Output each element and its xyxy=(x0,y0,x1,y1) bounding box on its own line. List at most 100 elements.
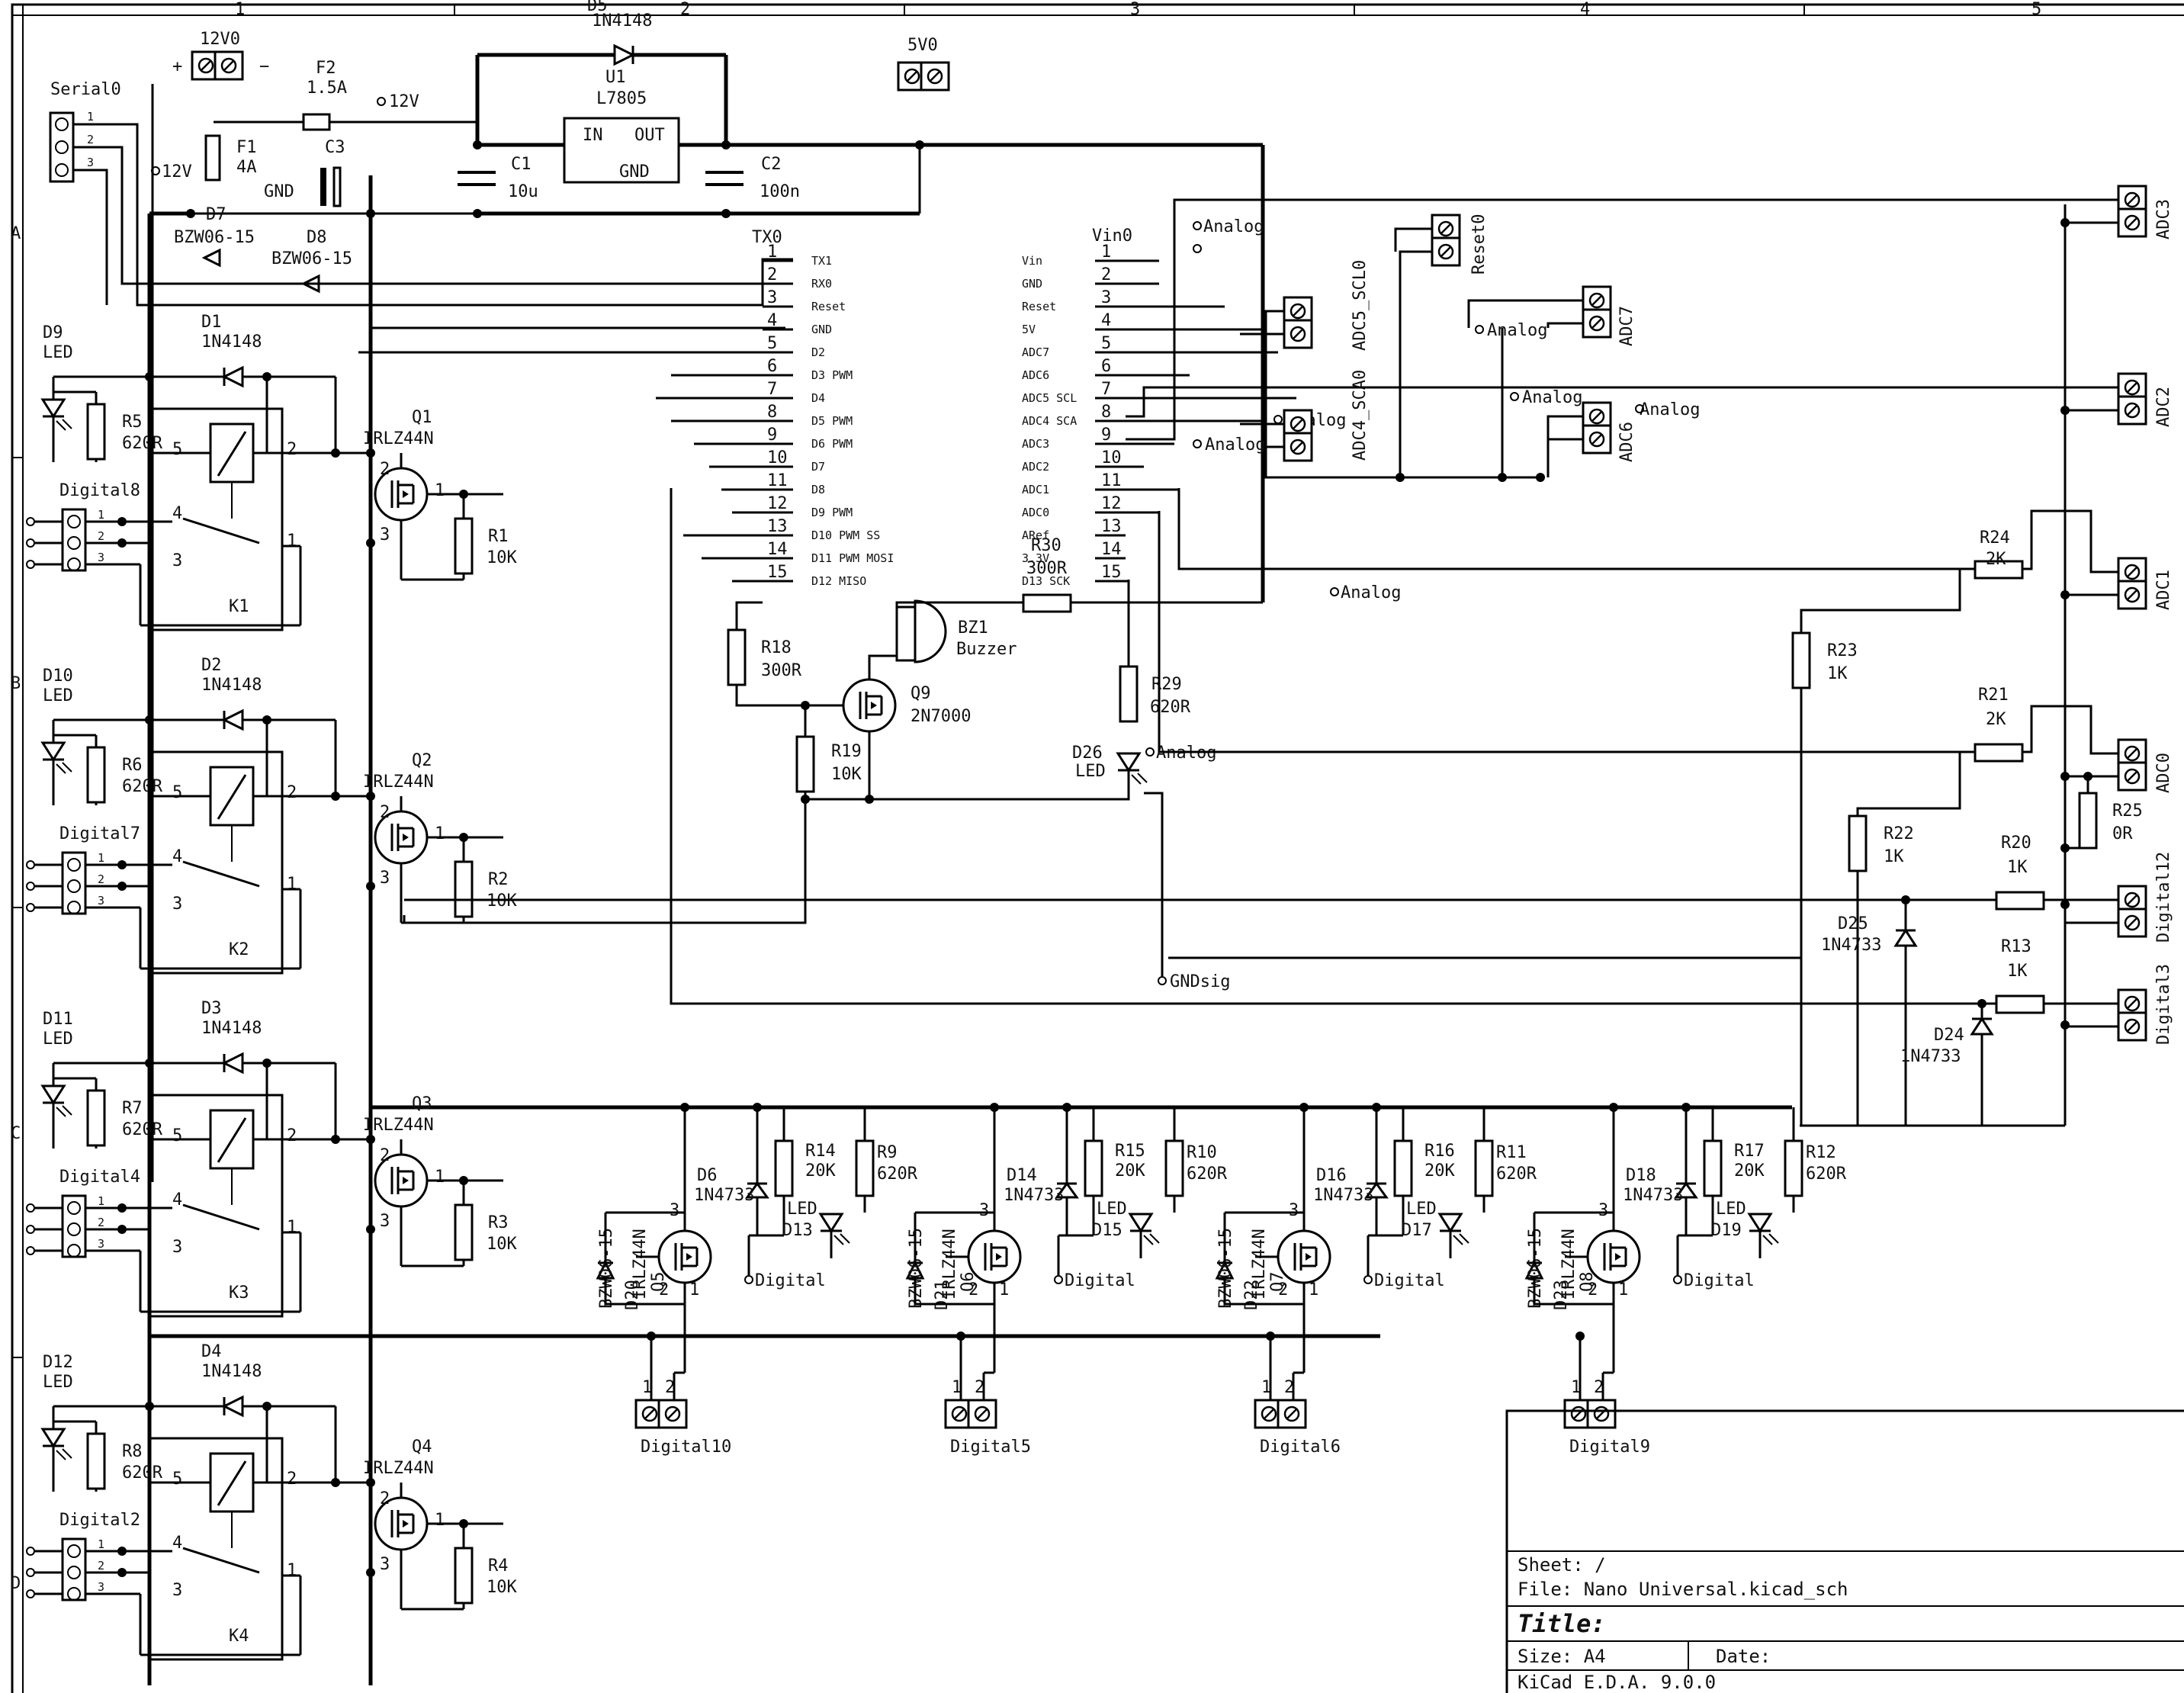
frame-row-a: A xyxy=(11,224,21,243)
mosfet-led-ref: D15 xyxy=(1092,1221,1123,1240)
adc0-bridge-value: 0R xyxy=(2112,824,2133,843)
relay-mosfet-ref: Q3 xyxy=(412,1094,432,1113)
mosfet-digital-flag: Digital xyxy=(1065,1271,1135,1290)
relay-led-resistor-ref: R6 xyxy=(122,756,143,775)
mosfet-zener-ref: D6 xyxy=(697,1166,718,1185)
frame-col-5: 5 xyxy=(2031,0,2041,19)
nano-left-pin-label: D11 PWM MOSI xyxy=(811,551,894,565)
mosfet-source-pin: 1 xyxy=(999,1280,1009,1299)
mosfet-gate-pin: 2 xyxy=(1588,1280,1598,1299)
relay-terminal-pin: 3 xyxy=(98,1580,104,1594)
relay-terminal-pin: 3 xyxy=(98,1237,104,1251)
mosfet-value: IRLZ44N xyxy=(1559,1229,1579,1299)
mosfet-drain-pin: 3 xyxy=(670,1201,679,1220)
relay-connector-label: Digital7 xyxy=(59,824,140,843)
digital3-zener-ref: D24 xyxy=(1934,1026,1964,1045)
digital3-resistor xyxy=(1995,994,2045,1014)
mosfet-tvs-ref: D23 xyxy=(1552,1280,1571,1310)
reset-header: Reset0 xyxy=(1469,214,1489,275)
relay-diode-ref: D2 xyxy=(201,656,222,675)
adc0-shunt-value: 1K xyxy=(1884,847,1904,866)
relay-led-ref: D11 xyxy=(43,1010,73,1029)
tool-line: KiCad E.D.A. 9.0.0 xyxy=(1518,1672,1716,1693)
mosfet-connector-label: Digital5 xyxy=(950,1438,1031,1457)
serial-pin-1: 1 xyxy=(87,110,94,124)
adc1-resistor-ref: R24 xyxy=(1980,528,2010,548)
mosfet-drain-pin: 3 xyxy=(1598,1201,1608,1220)
serial-pin-3: 3 xyxy=(87,156,94,169)
buzzer-rpull-ref: R19 xyxy=(831,742,862,761)
adc1-connector: ADC1 xyxy=(2154,570,2173,610)
adc0-connector: ADC0 xyxy=(2154,753,2173,793)
mosfet-zener-value: 1N4733 xyxy=(1623,1186,1683,1205)
size-line: Size: A4 xyxy=(1518,1646,1606,1667)
relay-pulldown-ref: R4 xyxy=(488,1556,509,1576)
adc2-connector: ADC2 xyxy=(2154,387,2173,427)
supply-minus-label: − xyxy=(259,57,269,76)
relay-diode-ref: D1 xyxy=(201,313,222,332)
mosfet-drain-pin: 3 xyxy=(979,1201,989,1220)
analog-flag-3: Analog xyxy=(1487,321,1547,340)
nano-right-pin-number: 15 xyxy=(1101,563,1122,582)
power-section: 12V0 + − F2 1.5A 12V F1 4A 12V GND C3 D7… xyxy=(151,0,950,294)
relay-terminal-pin: 2 xyxy=(98,1559,104,1573)
mosfet-conn-pin-1: 1 xyxy=(952,1378,962,1397)
status-led-resistor-ref: R29 xyxy=(1151,675,1182,694)
nano-left-pin-number: 8 xyxy=(767,403,777,422)
relay-pin-3: 3 xyxy=(172,551,182,570)
frame-col-4: 4 xyxy=(1580,0,1590,19)
nano-right-pin-label: Vin xyxy=(1022,254,1042,268)
mosfet-source-pin: 1 xyxy=(1309,1280,1318,1299)
serial-pin-2: 2 xyxy=(87,133,94,146)
mosfet-conn-pin-2: 2 xyxy=(1594,1378,1604,1397)
nano-left-pin-number: 4 xyxy=(767,311,777,330)
nano-left-pin-label: D7 xyxy=(811,460,825,474)
relay-terminal-pin: 1 xyxy=(98,508,104,522)
mosfet-resistor-ref: R17 xyxy=(1734,1142,1765,1161)
status-led-ref: D26 xyxy=(1072,744,1103,763)
nano-left-pin-number: 6 xyxy=(767,357,777,376)
relay-mosfet-gate-pin: 1 xyxy=(435,1168,445,1187)
relay-mosfet-gate-pin: 1 xyxy=(435,1511,445,1530)
relay-channel: D10LEDD21N4148R6620RQ2IRLZ44NR210KDigita… xyxy=(26,656,517,975)
relay-pulldown-ref: R3 xyxy=(488,1213,509,1232)
relay-diode-value: 1N4148 xyxy=(201,1019,262,1038)
regulator-ref: U1 xyxy=(605,68,626,87)
nano-left-pin-label: D12 MISO xyxy=(811,574,866,588)
status-led-resistor-value: 620R xyxy=(1150,698,1191,717)
buzzer-rbase-ref: R18 xyxy=(761,638,792,657)
nano-left-pin-number: 11 xyxy=(767,471,788,490)
mosfet-resistor-value: 20K xyxy=(805,1161,836,1181)
nano-left-pin-label: D9 PWM xyxy=(811,506,853,519)
serial-header: Serial0 1 2 3 xyxy=(49,80,793,307)
regulator-pin-gnd: GND xyxy=(619,162,650,182)
digital12-connector: Digital12 xyxy=(2154,852,2173,943)
relay-led-resistor-value: 620R xyxy=(122,1463,163,1483)
nano-left-pin-label: D10 PWM SS xyxy=(811,528,880,542)
relay-pin-3: 3 xyxy=(172,895,182,914)
relay-led-value: LED xyxy=(43,686,73,705)
nano-right-pin-label: ADC1 xyxy=(1022,483,1049,496)
relay-pin-2: 2 xyxy=(287,440,297,459)
adc6-header: ADC6 xyxy=(1617,422,1636,462)
mosfet-connector-label: Digital9 xyxy=(1569,1438,1650,1457)
mosfet-zener-value: 1N4733 xyxy=(694,1186,754,1205)
nano-right-pin-number: 4 xyxy=(1101,311,1111,330)
net-12v-label-b: 12V xyxy=(162,162,192,182)
supply-connector-label: 12V0 xyxy=(200,30,240,49)
regulator-pin-out: OUT xyxy=(634,126,665,145)
nano-right-pin-number: 10 xyxy=(1101,448,1122,467)
analog-flags: Analog Analog Analog Analog Analog Analo… xyxy=(1193,217,1700,602)
mosfet-tvs-ref: D21 xyxy=(933,1280,952,1310)
nano-right-pin-number: 14 xyxy=(1101,540,1122,559)
relay-pin-5: 5 xyxy=(172,783,182,802)
mosfet-zener-ref: D18 xyxy=(1626,1166,1656,1185)
mosfet-resistor-value: 20K xyxy=(1424,1161,1455,1181)
net-gnd-label: GND xyxy=(264,182,294,201)
relay-connector-label: Digital2 xyxy=(59,1511,140,1530)
analog-flag-5: Analog xyxy=(1640,400,1700,419)
tvs-d7-value: BZW06-15 xyxy=(174,228,255,247)
cap-c2-value: 100n xyxy=(760,182,800,201)
